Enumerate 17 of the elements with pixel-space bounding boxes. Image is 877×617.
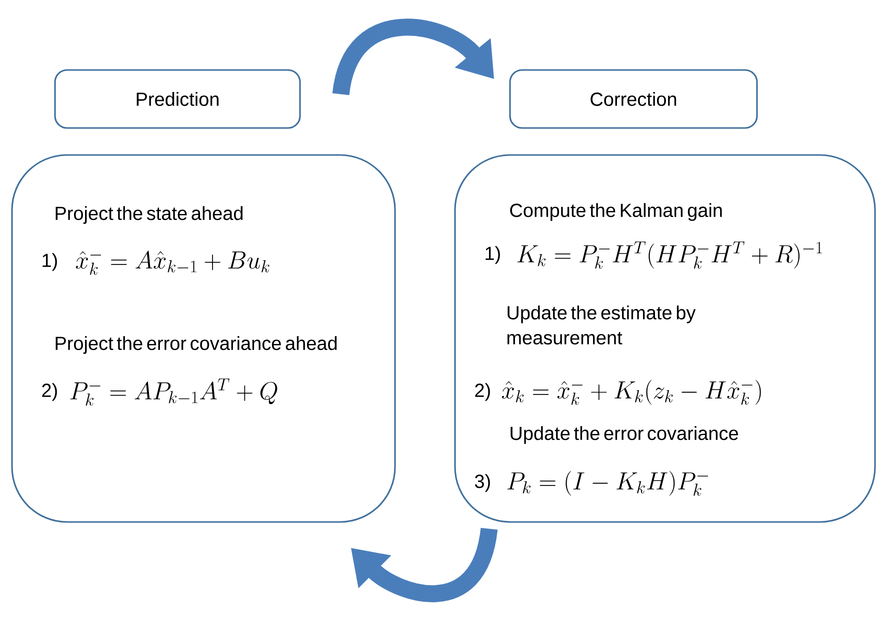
- step-number: 2): [475, 383, 490, 401]
- formula: $P_k = (I - K_k H)P_k^-$: [507, 470, 708, 496]
- step-heading: Project the error covariance ahead: [56, 336, 337, 354]
- step-number: 2): [42, 383, 57, 401]
- label-box: Correction: [509, 69, 758, 129]
- label-box: Prediction: [54, 69, 301, 129]
- step-number: 3): [474, 474, 490, 492]
- formula: $P_k^- = AP_{k-1}A^T + Q$: [70, 378, 278, 406]
- step-heading: Compute the Kalman gain: [510, 203, 722, 221]
- step-heading: Project the state ahead: [56, 206, 243, 224]
- formula: $\hat{x}_k^- = A\hat{x}_{k-1} + Bu_k$: [76, 250, 270, 275]
- step-number: 1): [486, 246, 500, 264]
- formula: $K_k = P_k^- H^T (HP_k^- H^T + R)^{-1}$: [517, 242, 822, 269]
- step-heading: Update the error covariance: [510, 426, 738, 444]
- step-number: 1): [42, 253, 57, 271]
- formula: $\hat{x}_k = \hat{x}_k^- + K_k(z_k - H\hat{x}_k^-)$: [502, 380, 761, 405]
- step-heading: Update the estimate by measurement: [507, 306, 696, 344]
